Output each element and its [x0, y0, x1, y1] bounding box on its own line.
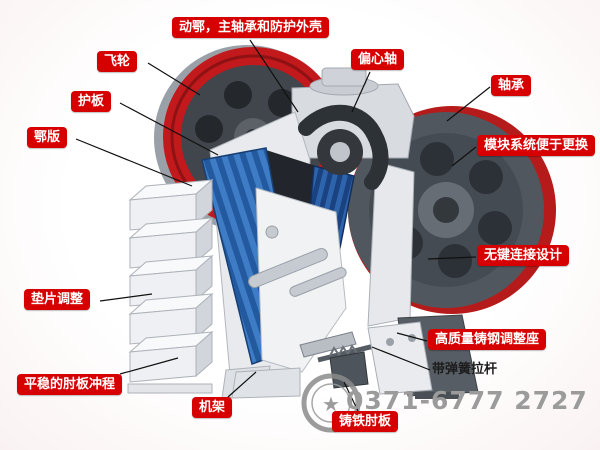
label-bearing: 轴承 — [491, 75, 532, 96]
phone-number: 0371-6777 2727 — [346, 386, 588, 415]
label-smooth-toggle-stroke: 平稳的肘板冲程 — [17, 374, 123, 395]
label-shim-adjustment: 垫片调整 — [24, 289, 91, 310]
leader-lines — [75, 39, 491, 412]
label-frame: 机架 — [192, 397, 233, 418]
label-flywheel: 飞轮 — [97, 51, 138, 72]
label-keyless-connection: 无键连接设计 — [477, 245, 570, 266]
company-logo: ★ — [301, 373, 361, 433]
logo-star-icon: ★ — [322, 392, 340, 416]
label-eccentric-shaft: 偏心轴 — [351, 49, 405, 70]
label-module-system: 模块系统便于更换 — [477, 135, 596, 156]
label-spring-rod: 带弹簧拉杆 — [432, 362, 498, 377]
label-moving-jaw-casing: 动鄂，主轴承和防护外壳 — [172, 17, 330, 38]
shim-stack-illustration — [127, 178, 214, 394]
label-cast-steel-seat: 高质量铸钢调整座 — [428, 329, 547, 350]
label-guard-plate: 护板 — [71, 91, 112, 112]
pitman-illustration — [248, 104, 389, 373]
label-cast-iron-toggle: 铸铁肘板 — [332, 411, 399, 432]
label-jaw-plate: 鄂版 — [27, 127, 68, 148]
